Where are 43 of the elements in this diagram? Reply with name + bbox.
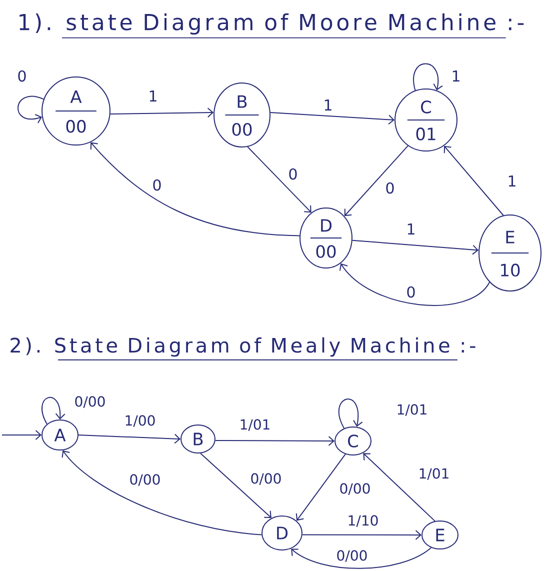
edge-label: 1/01 [395,403,429,417]
arrow [110,108,214,118]
edge-label: 1/10 [346,514,380,528]
edge-label: 0/00 [335,549,369,563]
edge-label: 0/00 [338,482,372,496]
arrow [90,142,300,236]
edge-label: 1 [405,222,417,236]
arrow [270,112,394,125]
start-arrow [2,430,42,440]
arrow [444,146,504,216]
arrow [214,436,334,446]
edge-label: 0/00 [73,395,107,409]
arrow [291,547,432,569]
arrow [344,145,408,216]
edge-label: 1/00 [123,414,157,428]
heading: 1). state Diagram of Moore Machine :- [20,13,524,35]
edge-label: 0/00 [249,472,283,486]
loop-arrow [42,396,66,425]
edge-label: 0/00 [128,473,162,487]
edge-label: 0 [151,178,163,192]
edge-label: 0 [287,167,299,181]
arrow [200,452,272,518]
arrow [78,434,180,444]
arrow [62,450,262,536]
loop-arrow [413,63,443,91]
loop-arrow [338,398,363,429]
arrow [296,454,346,521]
edge-label: 0 [405,285,417,299]
loop-arrow [18,96,44,124]
edge-label: 1 [322,98,334,112]
heading: 2). State Diagram of Mealy Machine :- [10,337,476,357]
edge-label: 1/01 [417,467,451,481]
edge-label: 1/01 [238,418,272,432]
arrow [247,146,312,213]
arrow [363,453,436,522]
edge-label: 1 [147,90,159,102]
edge-label: 1 [506,174,518,188]
edge-label: 0 [16,69,28,83]
edge-label: 0 [384,181,396,195]
edge-label: 1 [450,70,462,82]
arrow [339,263,490,306]
arrow [352,240,479,255]
arrow [302,530,422,540]
